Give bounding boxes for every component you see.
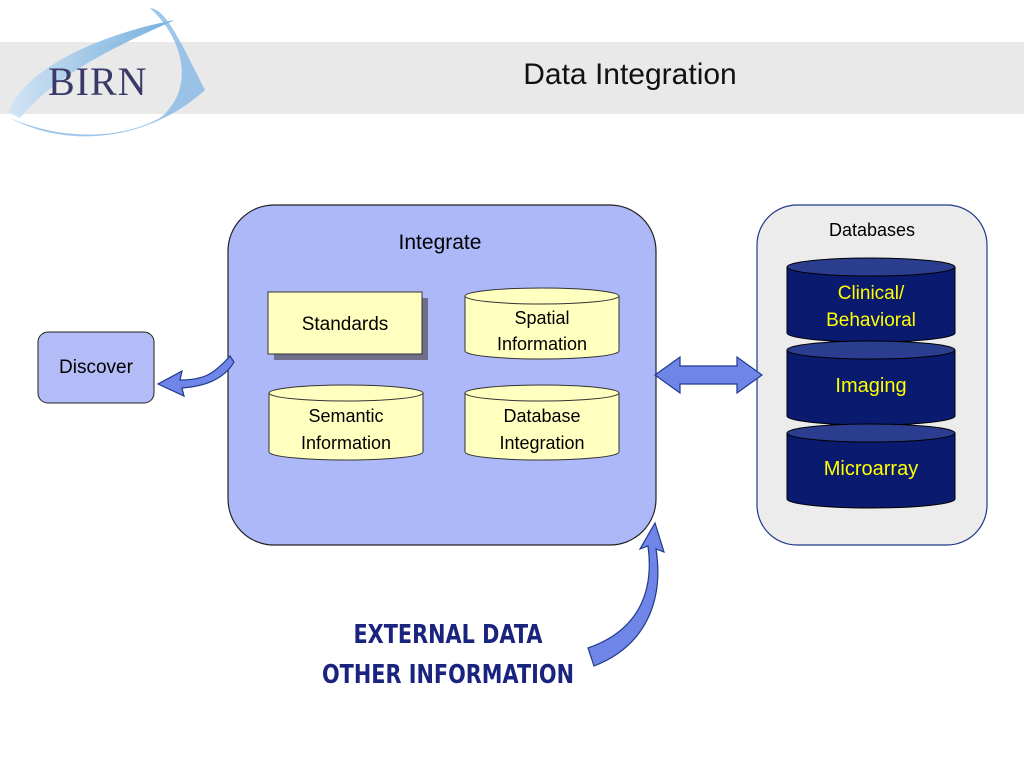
birn-logo: BIRN: [48, 59, 148, 104]
logo-swoosh-icon: [8, 8, 205, 137]
db-label-clinical-line-2: Behavioral: [826, 310, 916, 331]
database-integration-line-2: Integration: [499, 433, 585, 453]
standards-label: Standards: [301, 314, 389, 335]
db-cylinder-microarray[interactable]: [786, 423, 956, 509]
db-label-clinical: Clinical/ Behavioral: [787, 280, 955, 334]
curved-arrow-from-external-icon: [587, 521, 665, 667]
other-information-label: OTHER INFORMATION: [322, 660, 574, 690]
curved-arrow-to-discover-icon: [156, 355, 235, 398]
spatial-line-2: Information: [496, 334, 588, 354]
double-arrow-icon: [653, 355, 764, 395]
semantic-information-cylinder[interactable]: [268, 384, 424, 461]
discover-label: Discover: [59, 357, 133, 378]
db-cylinder-imaging[interactable]: [786, 340, 956, 426]
db-label-microarray: Microarray: [823, 458, 919, 480]
integrate-box[interactable]: [227, 204, 657, 546]
discover-box[interactable]: [37, 331, 155, 404]
page-title: Data Integration: [523, 58, 737, 91]
spatial-information-label: Spatial Information: [465, 305, 619, 357]
semantic-line-1: Semantic: [308, 406, 384, 426]
spatial-information-cylinder[interactable]: [464, 287, 620, 360]
database-integration-label: Database Integration: [465, 403, 619, 457]
db-label-imaging: Imaging: [835, 375, 907, 397]
database-integration-line-1: Database: [503, 406, 581, 426]
header-band: [0, 42, 1024, 114]
standards-box[interactable]: [267, 291, 428, 360]
external-data-label: EXTERNAL DATA: [353, 620, 543, 650]
database-integration-cylinder[interactable]: [464, 384, 620, 461]
semantic-information-label: Semantic Information: [269, 403, 423, 457]
integrate-title: Integrate: [398, 231, 482, 254]
spatial-line-1: Spatial: [514, 308, 570, 328]
db-label-clinical-line-1: Clinical/: [837, 283, 905, 304]
semantic-line-2: Information: [300, 433, 392, 453]
databases-title: Databases: [828, 220, 916, 240]
